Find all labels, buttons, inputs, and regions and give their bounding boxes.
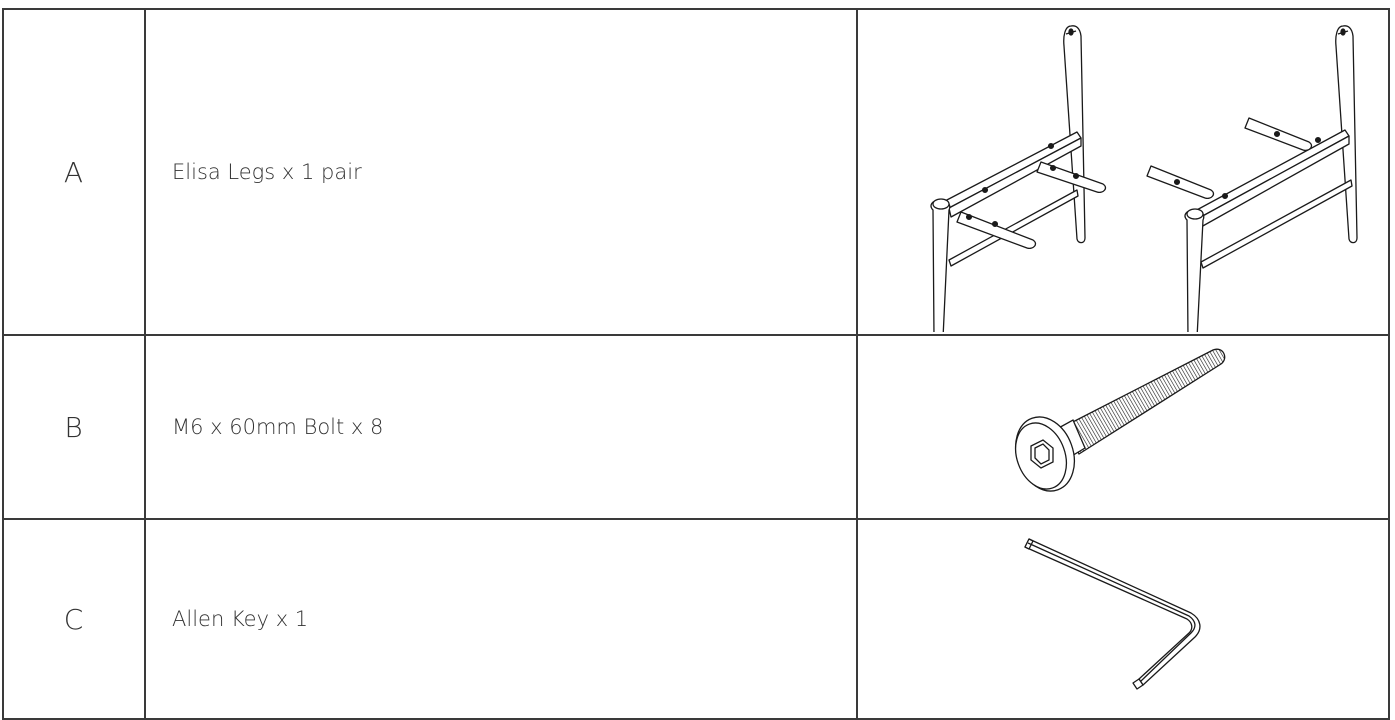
chair-legs-pair-icon bbox=[930, 25, 1358, 332]
hex-socket-bolt-icon bbox=[1014, 348, 1226, 492]
part-description: Elisa Legs x 1 pair bbox=[144, 8, 858, 336]
part-letter: A bbox=[2, 8, 146, 336]
part-illustration-cell bbox=[856, 8, 1390, 336]
part-description: Allen Key x 1 bbox=[144, 518, 858, 720]
table-row: B M6 x 60mm Bolt x 8 bbox=[2, 334, 1390, 520]
allen-key-icon bbox=[1024, 538, 1201, 690]
part-illustration-cell bbox=[856, 518, 1390, 720]
parts-list-table: A Elisa Legs x 1 pair bbox=[2, 8, 1390, 720]
part-letter: C bbox=[2, 518, 146, 720]
part-illustration-cell bbox=[856, 334, 1390, 520]
part-description: M6 x 60mm Bolt x 8 bbox=[144, 334, 858, 520]
table-row: C Allen Key x 1 bbox=[2, 518, 1390, 720]
table-row: A Elisa Legs x 1 pair bbox=[2, 8, 1390, 336]
part-letter: B bbox=[2, 334, 146, 520]
